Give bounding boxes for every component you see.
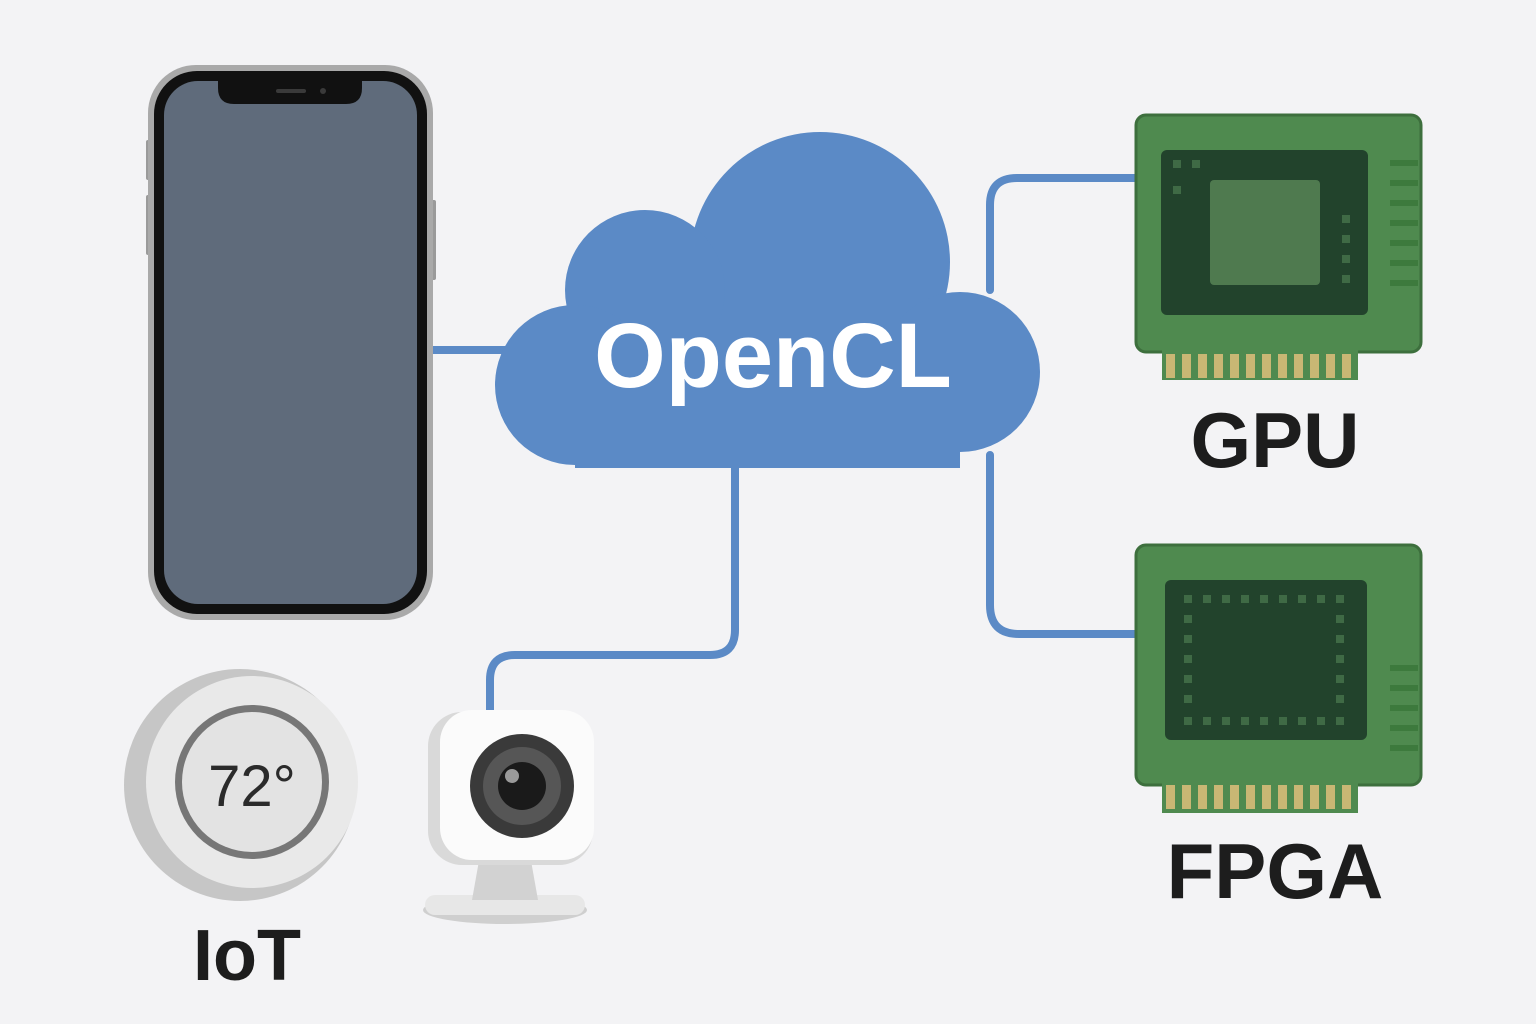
gpu-pin: [1326, 354, 1335, 378]
fpga-pin: [1342, 785, 1351, 809]
connector-cloud-fpga: [986, 451, 1144, 638]
fpga-vent: [1390, 685, 1418, 691]
fpga-vent: [1390, 745, 1418, 751]
gpu-pin: [1166, 354, 1175, 378]
gpu-pin: [1294, 354, 1303, 378]
gpu-card-icon: [1134, 113, 1423, 380]
gpu-pin: [1278, 354, 1287, 378]
fpga-pin: [1182, 785, 1191, 809]
fpga-pad: [1336, 695, 1344, 703]
gpu-pin: [1230, 354, 1239, 378]
smartphone: [146, 65, 436, 620]
gpu-vent: [1390, 200, 1418, 206]
gpu-pin: [1198, 354, 1207, 378]
fpga-pin: [1246, 785, 1255, 809]
cloud-icon: [495, 132, 1040, 468]
fpga-pad: [1184, 675, 1192, 683]
gpu-vent: [1390, 260, 1418, 266]
fpga-pad: [1279, 717, 1287, 725]
thermostat: 72°: [124, 669, 358, 901]
gpu-vent: [1390, 240, 1418, 246]
gpu-pin: [1246, 354, 1255, 378]
fpga-pad: [1184, 695, 1192, 703]
fpga-pad: [1241, 595, 1249, 603]
fpga-pad: [1298, 717, 1306, 725]
opencl-cloud: OpenCL: [495, 132, 1040, 468]
thermostat-display: 72°: [208, 754, 296, 819]
gpu-card: GPU: [1134, 113, 1423, 484]
gpu-vent: [1390, 160, 1418, 166]
fpga-pad: [1336, 675, 1344, 683]
gpu-pin: [1342, 354, 1351, 378]
fpga-vent: [1390, 705, 1418, 711]
connector-cloud-gpu: [986, 174, 1144, 294]
fpga-pad: [1241, 717, 1249, 725]
gpu-pin: [1182, 354, 1191, 378]
fpga-pin: [1262, 785, 1271, 809]
thermostat-icon: [124, 669, 358, 901]
fpga-pad: [1184, 635, 1192, 643]
fpga-pad: [1184, 615, 1192, 623]
gpu-pin: [1310, 354, 1319, 378]
fpga-pad: [1279, 595, 1287, 603]
fpga-vent: [1390, 725, 1418, 731]
fpga-pad: [1298, 595, 1306, 603]
fpga-pad: [1336, 595, 1344, 603]
fpga-pad: [1317, 595, 1325, 603]
fpga-board: FPGA: [1134, 543, 1423, 915]
fpga-pin: [1294, 785, 1303, 809]
fpga-pad: [1222, 595, 1230, 603]
fpga-pad: [1184, 595, 1192, 603]
fpga-pad: [1184, 655, 1192, 663]
fpga-pad: [1203, 595, 1211, 603]
fpga-pin: [1310, 785, 1319, 809]
fpga-pin: [1278, 785, 1287, 809]
security-camera-icon: [423, 710, 594, 924]
fpga-pin: [1230, 785, 1239, 809]
fpga-pad: [1260, 595, 1268, 603]
fpga-pad: [1222, 717, 1230, 725]
fpga-label: FPGA: [1167, 827, 1384, 915]
gpu-pin: [1214, 354, 1223, 378]
connector-cloud-camera: [486, 461, 739, 714]
fpga-pin: [1214, 785, 1223, 809]
gpu-vent: [1390, 280, 1418, 286]
fpga-board-icon: [1134, 543, 1423, 813]
fpga-pin: [1326, 785, 1335, 809]
security-camera: [423, 710, 594, 924]
gpu-vent: [1390, 180, 1418, 186]
fpga-pad: [1260, 717, 1268, 725]
fpga-pad: [1184, 717, 1192, 725]
fpga-pad: [1336, 635, 1344, 643]
fpga-pad: [1336, 615, 1344, 623]
fpga-vent: [1390, 665, 1418, 671]
fpga-pad: [1336, 717, 1344, 725]
gpu-pin: [1262, 354, 1271, 378]
gpu-vent: [1390, 220, 1418, 226]
fpga-pin: [1166, 785, 1175, 809]
smartphone-icon: [146, 65, 436, 620]
iot-label: IoT: [193, 916, 301, 996]
gpu-label: GPU: [1190, 396, 1359, 484]
fpga-pad: [1317, 717, 1325, 725]
fpga-pad: [1336, 655, 1344, 663]
fpga-pin: [1198, 785, 1207, 809]
fpga-pad: [1203, 717, 1211, 725]
opencl-label: OpenCL: [594, 305, 952, 407]
